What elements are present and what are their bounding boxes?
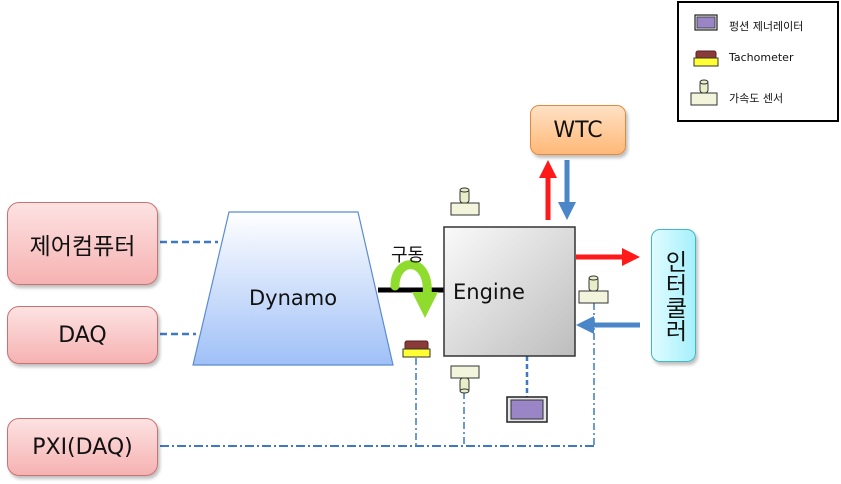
wtc-box: WTC <box>530 105 626 155</box>
intercooler-box: 인터쿨러 <box>651 229 696 362</box>
control-computer-box: 제어컴퓨터 <box>7 202 158 285</box>
rotation-arrow <box>390 260 432 301</box>
daq-label: DAQ <box>58 322 107 348</box>
intercooler-label: 인터쿨러 <box>660 249 687 342</box>
legend-function-generator-label: 펑션 제너레이터 <box>729 20 804 33</box>
pxi-label: PXI(DAQ) <box>32 434 133 460</box>
accelerometer-top-icon <box>450 187 480 216</box>
function-generator-icon <box>506 396 548 423</box>
cooler-in-arrowhead <box>576 316 594 334</box>
engine-block <box>443 226 576 357</box>
dynamo-label: Dynamo <box>249 286 338 310</box>
legend-tachometer-icon <box>693 50 719 67</box>
daq-box: DAQ <box>7 306 158 364</box>
legend-box: 펑션 제너레이터 Tachometer 가속도 센서 <box>677 1 839 122</box>
accelerometer-right-icon <box>578 275 609 304</box>
dynamo-block <box>192 211 394 366</box>
wtc-in-arrowhead <box>558 202 576 220</box>
legend-icons <box>690 14 719 106</box>
tachometer-icon <box>402 340 431 358</box>
wtc-out-arrowhead <box>539 160 557 178</box>
legend-accelerometer-label: 가속도 센서 <box>729 92 784 105</box>
legend-accelerometer-icon <box>690 79 718 106</box>
legend-function-generator-icon <box>694 14 718 31</box>
pxi-box: PXI(DAQ) <box>7 418 158 476</box>
engine-label: Engine <box>453 280 525 304</box>
control-computer-label: 제어컴퓨터 <box>29 233 136 260</box>
drive-label: 구동 <box>391 245 425 266</box>
wtc-label: WTC <box>553 117 603 143</box>
legend-tachometer-label: Tachometer <box>729 51 794 64</box>
rotation-arrowhead <box>412 292 438 318</box>
cooler-out-arrowhead <box>622 248 640 266</box>
accelerometer-bottom-icon <box>450 365 480 394</box>
